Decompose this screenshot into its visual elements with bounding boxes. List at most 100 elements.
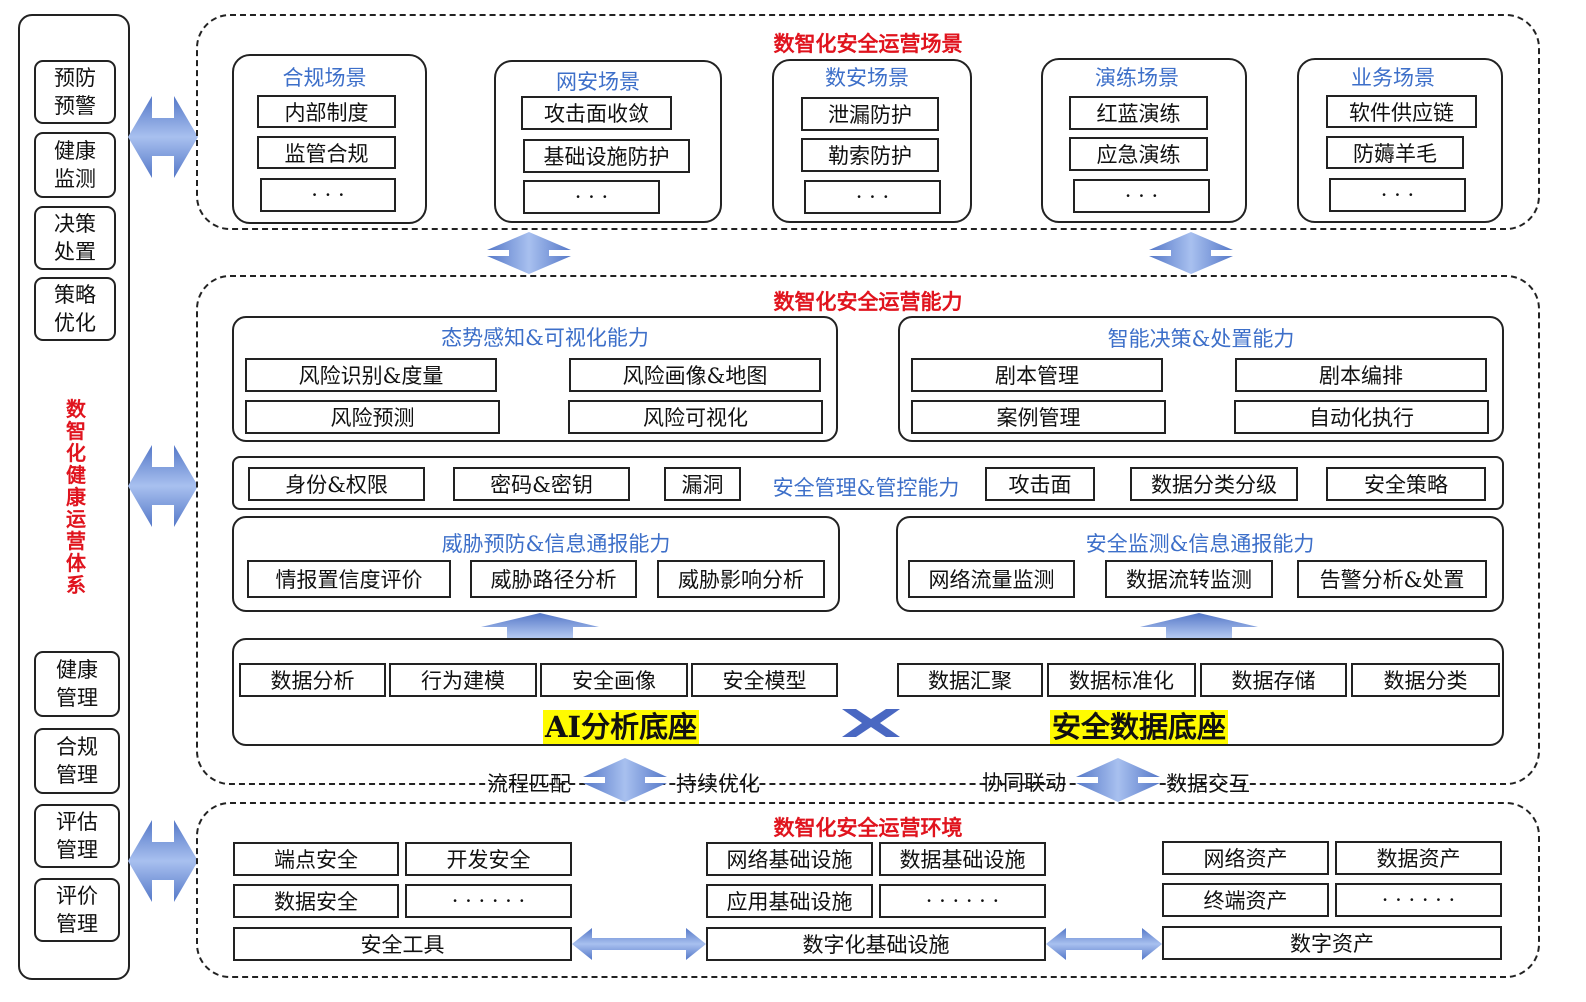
- data-item: 数据分类: [1351, 663, 1500, 697]
- scene-item-ellipsis: · · ·: [260, 178, 396, 212]
- scene-datasec-title: 数安场景: [825, 66, 909, 90]
- updown-arrow-right-icon: [1149, 232, 1233, 274]
- updown-arrow-left-icon: [487, 232, 571, 274]
- scene-item-ellipsis: · · ·: [1329, 178, 1466, 212]
- scene-netsec-title: 网安场景: [556, 70, 640, 94]
- scene-item: 泄漏防护: [801, 97, 939, 131]
- scene-item-ellipsis: · · ·: [804, 180, 941, 214]
- management-item: 漏洞: [664, 467, 741, 501]
- ai-item: 安全模型: [691, 663, 838, 697]
- link-label-coordination: 协同联动: [982, 771, 1066, 795]
- capability-title: 数智化安全运营能力: [773, 289, 963, 314]
- double-arrow-scenes-icon: [128, 96, 198, 178]
- left-item-health-mgmt: 健康 管理: [34, 651, 120, 717]
- tool-item-ellipsis: · · · · · ·: [405, 884, 572, 918]
- decision-item: 剧本编排: [1235, 358, 1487, 392]
- scene-business-title: 业务场景: [1351, 66, 1435, 90]
- capability-region: [196, 275, 1540, 785]
- up-arrow-right-icon: [1140, 613, 1258, 639]
- decision-item: 剧本管理: [911, 358, 1163, 392]
- asset-item: 网络资产: [1162, 841, 1329, 875]
- management-item: 数据分类分级: [1130, 467, 1298, 501]
- left-item-health-monitor: 健康 监测: [34, 132, 116, 198]
- management-band: [232, 456, 1504, 510]
- infra-item: 网络基础设施: [706, 842, 873, 876]
- scene-drill-title: 演练场景: [1095, 66, 1179, 90]
- env-region: [196, 802, 1540, 978]
- data-item: 数据汇聚: [897, 663, 1043, 697]
- asset-item-ellipsis: · · · · · ·: [1335, 883, 1502, 917]
- monitor-title: 安全监测&信息通报能力: [1085, 532, 1315, 556]
- situation-item: 风险识别&度量: [245, 358, 497, 392]
- link-label-data-exchange: 数据交互: [1166, 772, 1250, 796]
- management-item: 身份&权限: [248, 467, 425, 501]
- threat-item: 威胁影响分析: [657, 560, 825, 598]
- asset-item: 数据资产: [1335, 841, 1502, 875]
- scenes-region: [196, 14, 1540, 230]
- infra-item-ellipsis: · · · · · ·: [879, 884, 1046, 918]
- left-system-title: 数 智 化 健 康 运 营 体 系: [66, 397, 86, 597]
- scenes-title: 数智化安全运营场景: [773, 31, 963, 56]
- data-base-label: 安全数据底座: [1050, 704, 1229, 746]
- left-system-column: [18, 14, 130, 980]
- up-arrow-left-icon: [481, 613, 599, 639]
- infra-item: 应用基础设施: [706, 884, 873, 918]
- scene-compliance-title: 合规场景: [282, 66, 367, 90]
- left-item-decision: 决策 处置: [34, 206, 116, 270]
- decision-item: 案例管理: [911, 400, 1166, 434]
- data-base-text: 安全数据底座: [1050, 710, 1229, 744]
- ai-base-text: AI分析底座: [543, 710, 700, 744]
- situation-item: 风险预测: [245, 400, 500, 434]
- scene-item: 攻击面收敛: [521, 96, 672, 130]
- bi-arrow-infra-assets-icon: [1046, 928, 1162, 960]
- scene-item: 红蓝演练: [1069, 96, 1208, 130]
- monitor-item: 告警分析&处置: [1297, 560, 1487, 598]
- scene-item: 软件供应链: [1326, 95, 1477, 128]
- scene-item: 基础设施防护: [523, 139, 690, 173]
- scene-item: 应急演练: [1069, 137, 1208, 171]
- tools-base: 安全工具: [233, 927, 572, 961]
- monitor-item: 数据流转监测: [1105, 560, 1273, 598]
- infra-base: 数字化基础设施: [706, 927, 1046, 961]
- left-item-assessment-mgmt: 评估 管理: [34, 804, 120, 868]
- updown-arrow-env-right-icon: [1076, 758, 1160, 802]
- scene-item: 监管合规: [257, 136, 396, 169]
- scene-item: 内部制度: [257, 95, 396, 128]
- assets-base: 数字资产: [1162, 926, 1502, 960]
- infra-item: 数据基础设施: [879, 842, 1046, 876]
- management-item: 安全策略: [1326, 467, 1486, 501]
- monitor-item: 网络流量监测: [908, 560, 1075, 598]
- threat-item: 情报置信度评价: [247, 560, 451, 598]
- threat-item: 威胁路径分析: [470, 560, 637, 598]
- situation-item: 风险画像&地图: [569, 358, 821, 392]
- cross-connect-icon: [842, 709, 900, 737]
- scene-item-ellipsis: · · ·: [1073, 179, 1210, 213]
- ai-item: 数据分析: [239, 663, 386, 697]
- management-title: 安全管理&管控能力: [772, 476, 960, 500]
- management-item: 攻击面: [985, 467, 1095, 501]
- tool-item: 开发安全: [405, 842, 572, 876]
- bi-arrow-tools-infra-icon: [572, 928, 706, 960]
- updown-arrow-env-left-icon: [583, 758, 667, 802]
- double-arrow-capability-icon: [128, 445, 198, 527]
- double-arrow-env-icon: [128, 820, 198, 902]
- situation-item: 风险可视化: [568, 400, 823, 434]
- tool-item: 数据安全: [233, 884, 399, 918]
- tool-item: 端点安全: [233, 842, 399, 876]
- env-title: 数智化安全运营环境: [773, 815, 963, 840]
- link-label-continuous-opt: 持续优化: [676, 772, 760, 796]
- ai-item: 行为建模: [389, 663, 537, 697]
- left-item-compliance-mgmt: 合规 管理: [34, 728, 120, 794]
- ai-item: 安全画像: [540, 663, 688, 697]
- scene-item-ellipsis: · · ·: [523, 180, 660, 214]
- link-label-process-match: 流程匹配: [487, 772, 571, 796]
- left-item-strategy: 策略 优化: [34, 277, 116, 341]
- left-item-prevent-warn: 预防 预警: [34, 60, 116, 124]
- management-item: 密码&密钥: [453, 467, 630, 501]
- decision-title: 智能决策&处置能力: [1107, 327, 1295, 351]
- ai-base-label: AI分析底座: [543, 704, 700, 746]
- scene-item: 勒索防护: [801, 138, 939, 172]
- decision-item: 自动化执行: [1234, 400, 1489, 434]
- left-item-evaluation-mgmt: 评价 管理: [34, 878, 120, 942]
- threat-title: 威胁预防&信息通报能力: [441, 532, 671, 556]
